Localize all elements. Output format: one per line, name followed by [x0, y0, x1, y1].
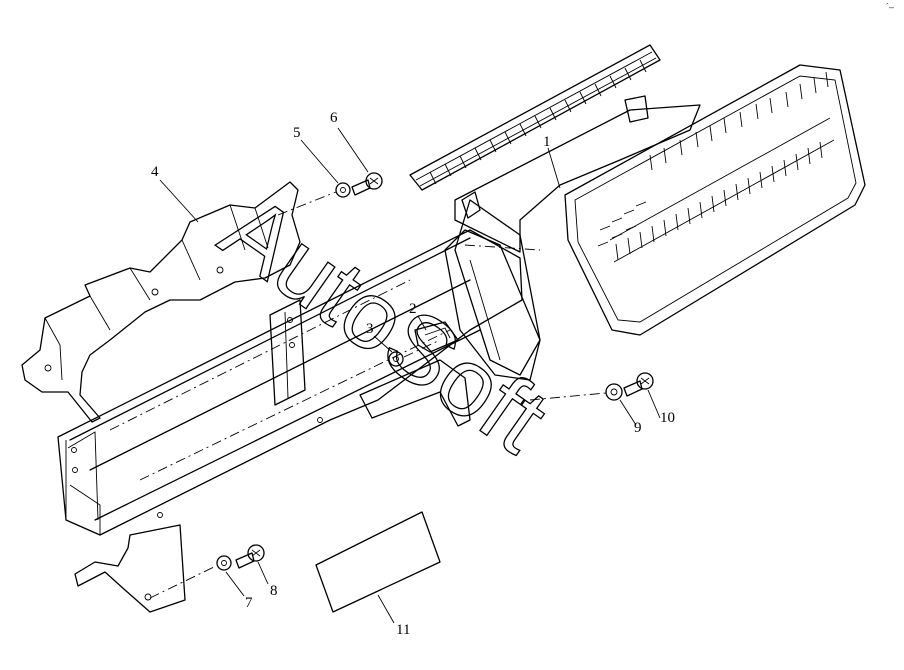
screw-6 [351, 172, 383, 196]
screw-8 [235, 544, 265, 569]
callout-1: 1 [543, 134, 551, 150]
leader-lines [159, 127, 661, 624]
callout-4: 4 [151, 164, 159, 180]
top-vent-grille [409, 44, 661, 191]
callout-3: 3 [366, 321, 374, 337]
corner-mark: ´– [885, 2, 894, 12]
left-shaped-panel [21, 181, 301, 423]
dashboard-carrier-frame [57, 229, 523, 613]
callout-2: 2 [409, 301, 417, 317]
small-bracket [414, 321, 459, 353]
callout-8: 8 [270, 583, 278, 599]
label-plate [315, 511, 441, 613]
washer-7 [216, 555, 232, 571]
callout-11: 11 [396, 622, 411, 638]
screw-10 [623, 372, 654, 397]
callout-6: 6 [330, 110, 338, 126]
callout-10: 10 [660, 410, 675, 426]
washer-5 [335, 182, 351, 198]
watermark-text: AutoSoft [203, 175, 566, 474]
instrument-cluster-housing [444, 95, 701, 381]
watermark: AutoSoft [202, 174, 566, 474]
assembly-lines [149, 191, 607, 599]
callout-5: 5 [293, 125, 301, 141]
instrument-cluster-face [564, 64, 866, 336]
callout-9: 9 [634, 420, 642, 436]
washer-9 [605, 383, 623, 401]
nut-3 [388, 351, 404, 367]
callout-7: 7 [245, 595, 253, 611]
